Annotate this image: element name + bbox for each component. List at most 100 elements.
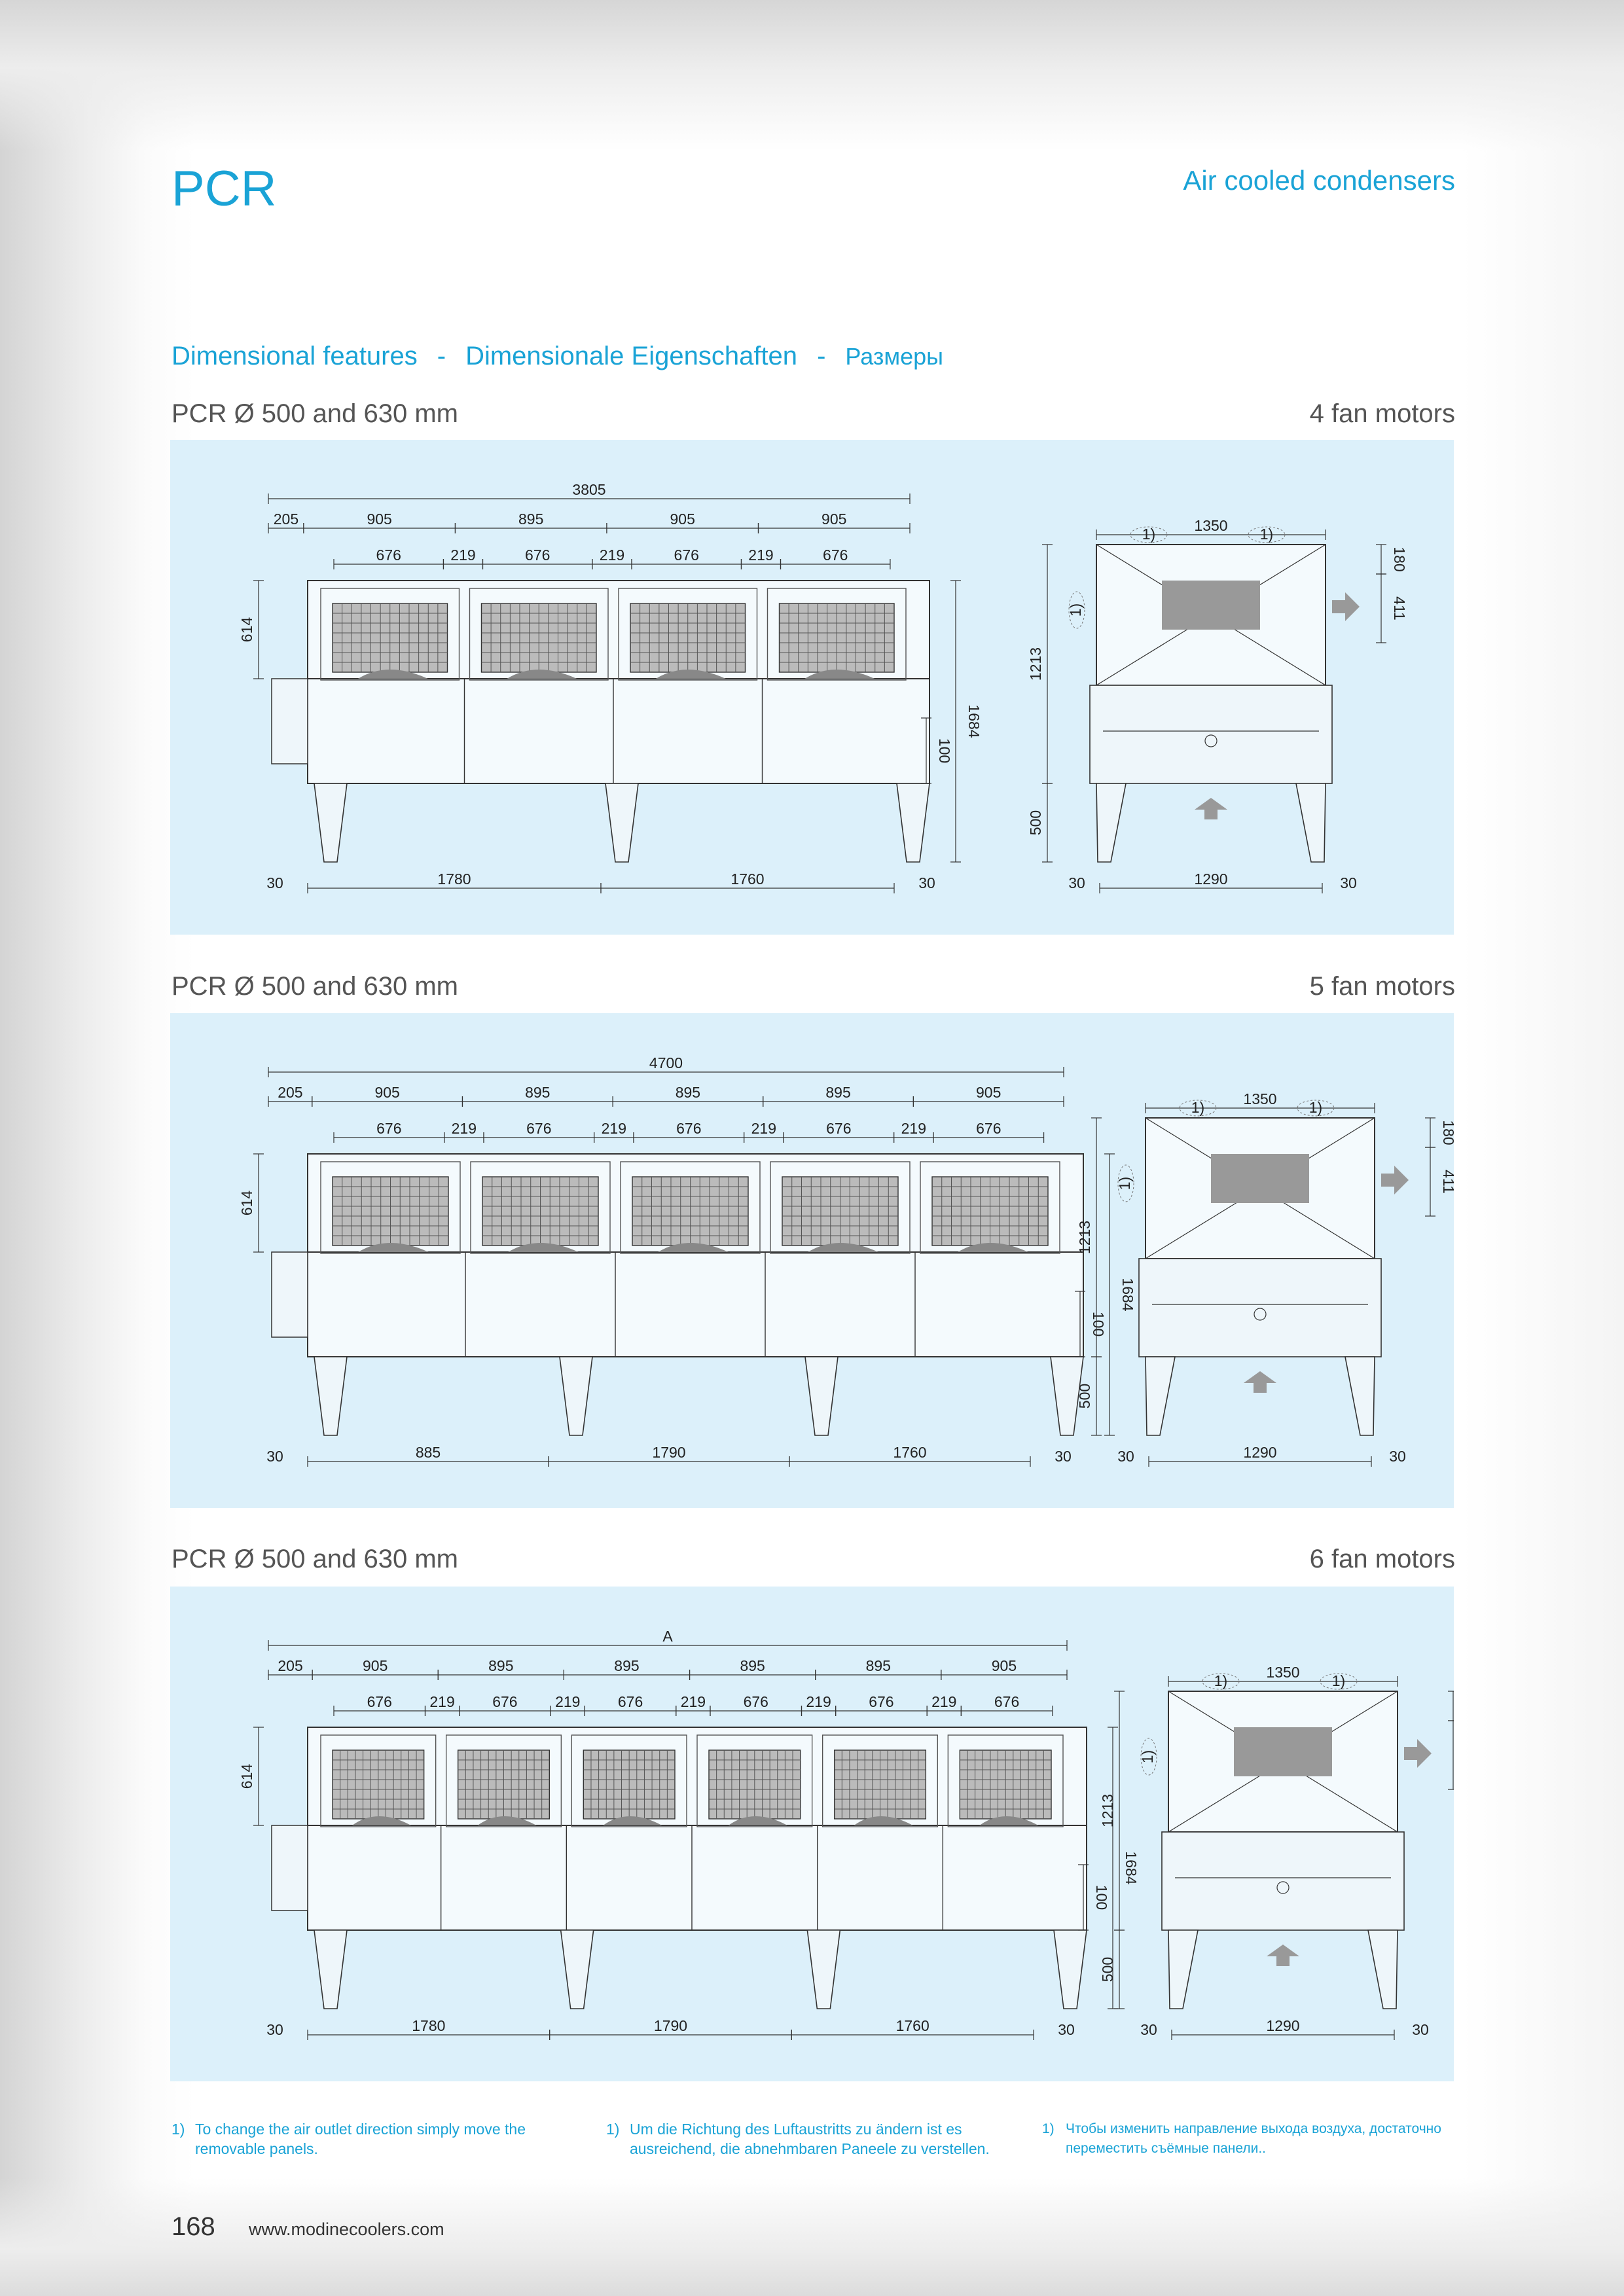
dim-base-height: 100 bbox=[1093, 1885, 1110, 1910]
fan-motor-shadow bbox=[804, 670, 875, 679]
panel-note-mark: 1) bbox=[1142, 526, 1155, 543]
dim-side-bottom-end: 30 bbox=[1117, 1448, 1134, 1465]
support-leg bbox=[806, 1929, 841, 2009]
dim-top-segment: 905 bbox=[992, 1657, 1017, 1674]
section-1-motors: 4 fan motors bbox=[1309, 399, 1455, 428]
fan-module bbox=[770, 1161, 911, 1254]
dim-side-bottom-end: 30 bbox=[1412, 2021, 1429, 2038]
dim-left-height: 614 bbox=[238, 617, 255, 643]
dim-bottom-end: 30 bbox=[266, 874, 283, 891]
fan-module bbox=[320, 1161, 461, 1254]
dim-top-segment: 205 bbox=[274, 511, 298, 528]
fan-module bbox=[947, 1734, 1064, 1827]
dim-side-mid: 411 bbox=[1440, 1170, 1454, 1194]
side-leg bbox=[1145, 1356, 1176, 1436]
removable-panel-marker bbox=[1297, 1100, 1335, 1117]
dim-fan-gap: 219 bbox=[901, 1120, 926, 1137]
footnote-de-text: Um die Richtung des Luftaustritts zu änd… bbox=[630, 2121, 990, 2157]
side-drain-circle bbox=[1204, 734, 1218, 747]
removable-panel-marker bbox=[1140, 1738, 1157, 1776]
footnote-ru-num: 1) bbox=[1042, 2121, 1055, 2136]
fan-motor-shadow bbox=[808, 1243, 878, 1252]
support-leg bbox=[314, 1356, 348, 1436]
panel-note-mark: 1) bbox=[1067, 603, 1084, 617]
dim-side-width: 1350 bbox=[1266, 1664, 1299, 1681]
footnote-de-num: 1) bbox=[606, 2121, 620, 2138]
removable-panel-marker bbox=[1320, 1673, 1358, 1690]
dim-side-bottom-end: 30 bbox=[1389, 1448, 1406, 1465]
dim-fan-gap: 219 bbox=[452, 1120, 477, 1137]
dim-top-segment: 905 bbox=[374, 1084, 399, 1101]
dim-top-segment: 905 bbox=[363, 1657, 388, 1674]
fan-module bbox=[470, 1161, 611, 1254]
dim-side-leg-span: 1290 bbox=[1266, 2017, 1299, 2034]
dim-fan-width: 676 bbox=[492, 1693, 517, 1710]
dim-fan-width: 676 bbox=[976, 1120, 1001, 1137]
dim-base-height: 100 bbox=[1090, 1312, 1107, 1336]
footnote-ru: 1) Чтобы изменить направление выхода воз… bbox=[1042, 2119, 1448, 2159]
fan-module bbox=[469, 588, 609, 681]
fan-module bbox=[618, 588, 758, 681]
removable-panel-marker bbox=[1068, 591, 1085, 629]
dim-fan-width: 676 bbox=[526, 1120, 551, 1137]
section-2-motors: 5 fan motors bbox=[1309, 972, 1455, 1001]
junction-box bbox=[271, 1251, 308, 1338]
subtitle-sep-1: - bbox=[437, 342, 446, 370]
dim-left-height: 614 bbox=[238, 1764, 255, 1789]
dim-fan-width: 676 bbox=[826, 1120, 851, 1137]
support-leg bbox=[559, 1356, 593, 1436]
dim-fan-gap: 219 bbox=[681, 1693, 706, 1710]
removable-panel-marker bbox=[1179, 1100, 1217, 1117]
dim-top-segment: 895 bbox=[676, 1084, 700, 1101]
fan-module bbox=[320, 588, 460, 681]
fan-motor-shadow bbox=[854, 1816, 913, 1825]
dim-side-bottom-end: 30 bbox=[1140, 2021, 1157, 2038]
dim-top-segment: 905 bbox=[976, 1084, 1001, 1101]
dim-fan-gap: 219 bbox=[600, 547, 624, 564]
side-base bbox=[1089, 685, 1333, 784]
dim-leg-span: 1790 bbox=[652, 1444, 685, 1461]
removable-panel-marker bbox=[1202, 1673, 1240, 1690]
dim-leg-span: 885 bbox=[416, 1444, 441, 1461]
footnote-ru-text: Чтобы изменить направление выхода воздух… bbox=[1066, 2121, 1441, 2156]
dim-fan-width: 676 bbox=[376, 1120, 401, 1137]
subtitle-en: Dimensional features bbox=[171, 342, 418, 370]
subtitle-ru: Размеры bbox=[845, 343, 943, 370]
category-label: Air cooled condensers bbox=[1183, 165, 1455, 196]
bottom-shadow bbox=[0, 2178, 1624, 2296]
section-3-title: PCR Ø 500 and 630 mm bbox=[171, 1545, 458, 1573]
air-inlet-arrow-icon bbox=[1195, 798, 1227, 819]
dim-total-height: 1684 bbox=[1123, 1851, 1140, 1884]
side-leg bbox=[1168, 1929, 1199, 2009]
side-motor bbox=[1234, 1727, 1332, 1776]
section-3-motors: 6 fan motors bbox=[1309, 1545, 1455, 1573]
dim-bottom-end: 30 bbox=[266, 2021, 283, 2038]
panel-note-mark: 1) bbox=[1191, 1099, 1204, 1116]
removable-panel-marker bbox=[1248, 526, 1286, 543]
air-outlet-arrow-icon bbox=[1332, 592, 1360, 621]
dim-total-length: A bbox=[662, 1628, 673, 1645]
dim-top-segment: 895 bbox=[825, 1084, 850, 1101]
fan-motor-shadow bbox=[728, 1816, 787, 1825]
footnote-en: 1) To change the air outlet direction si… bbox=[171, 2119, 577, 2159]
support-leg bbox=[560, 1929, 594, 2009]
dim-top-segment: 895 bbox=[518, 511, 543, 528]
support-leg bbox=[1050, 1356, 1084, 1436]
dim-top-segment: 895 bbox=[488, 1657, 513, 1674]
dim-fan-width: 676 bbox=[367, 1693, 392, 1710]
dim-fan-width: 676 bbox=[823, 547, 848, 564]
air-outlet-arrow-icon bbox=[1381, 1166, 1409, 1194]
dim-fan-gap: 219 bbox=[450, 547, 475, 564]
side-base bbox=[1138, 1258, 1382, 1357]
dim-side-leg: 500 bbox=[1099, 1957, 1116, 1982]
fan-motor-shadow bbox=[357, 670, 428, 679]
junction-box bbox=[271, 1825, 308, 1911]
panel-note-mark: 1) bbox=[1214, 1672, 1227, 1689]
dim-bottom-end: 30 bbox=[918, 874, 935, 891]
website-url: www.modinecoolers.com bbox=[249, 2219, 444, 2239]
dim-leg-span: 1780 bbox=[412, 2017, 445, 2034]
dim-fan-width: 676 bbox=[618, 1693, 643, 1710]
dim-leg-span: 1760 bbox=[893, 1444, 926, 1461]
